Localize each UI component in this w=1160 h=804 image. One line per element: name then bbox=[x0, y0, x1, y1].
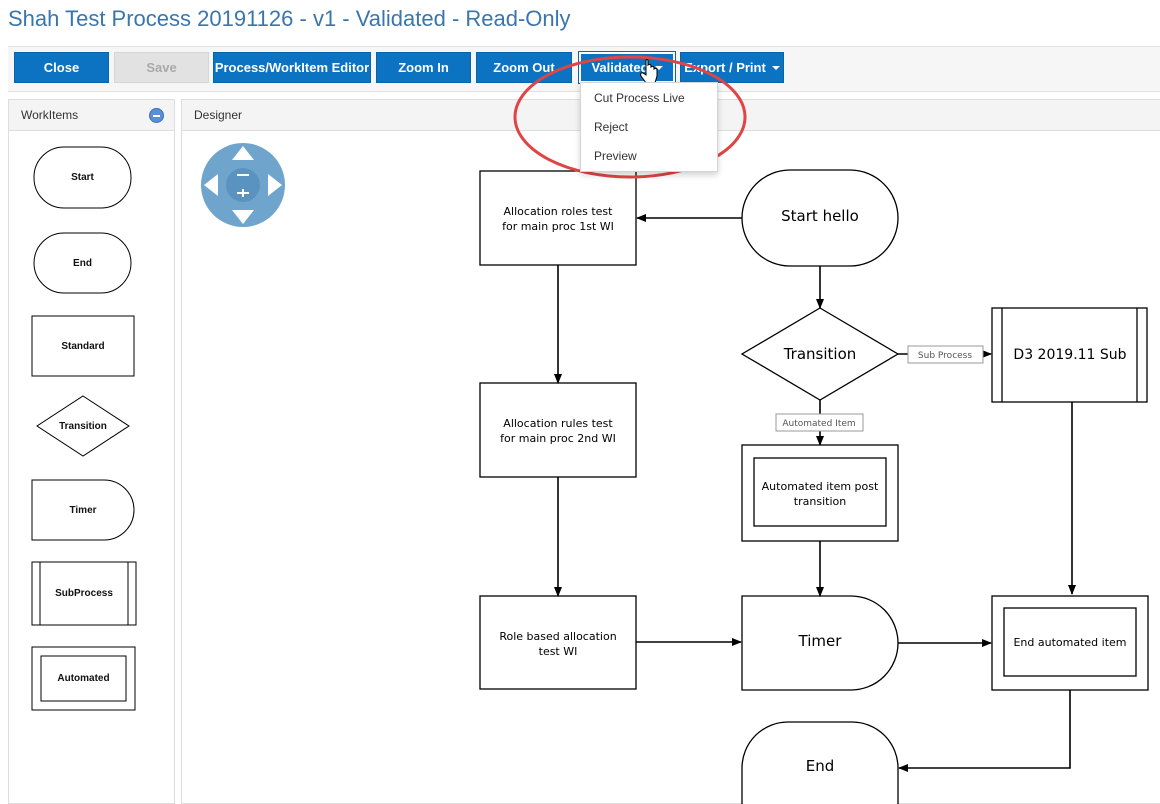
node-end-label: End bbox=[806, 757, 835, 775]
highlight-ring bbox=[513, 55, 747, 179]
menu-item-cut-process-live[interactable]: Cut Process Live bbox=[594, 91, 685, 105]
validated-menu: Cut Process Live Reject Preview bbox=[580, 82, 718, 172]
node-timer-label: Timer bbox=[798, 632, 843, 650]
node-role-label-1: Role based allocation bbox=[499, 630, 616, 643]
tool-timer-shape[interactable] bbox=[31, 479, 135, 541]
tool-standard-shape[interactable] bbox=[31, 315, 135, 377]
node-automated-label-2: transition bbox=[794, 495, 846, 508]
node-allocation-roles-1st[interactable] bbox=[479, 170, 637, 266]
edge-end-automated-to-end bbox=[898, 690, 1071, 772]
node-end-automated[interactable] bbox=[991, 595, 1149, 691]
process-workitem-editor-button[interactable]: Process/WorkItem Editor bbox=[213, 52, 371, 83]
zoom-out-button[interactable]: Zoom Out bbox=[476, 52, 572, 83]
edge-label-automated-item-box bbox=[775, 413, 864, 432]
save-button[interactable]: Save bbox=[114, 52, 209, 83]
export-print-dropdown-button[interactable]: Export / Print bbox=[680, 52, 784, 83]
edge-label-automated-item: Automated Item bbox=[782, 419, 855, 429]
caret-down-icon bbox=[771, 65, 780, 70]
workitems-shapes bbox=[31, 146, 137, 711]
hand-pointer-icon bbox=[640, 59, 658, 84]
zoom-in-button[interactable]: Zoom In bbox=[376, 52, 471, 83]
node-transition-label: Transition bbox=[783, 345, 857, 363]
tool-transition-shape[interactable] bbox=[36, 395, 130, 457]
workitems-header: WorkItems bbox=[9, 100, 174, 131]
tool-start-shape[interactable] bbox=[33, 146, 132, 209]
workitems-panel: WorkItems Start End Standard Transition … bbox=[8, 99, 175, 804]
workitems-title: WorkItems bbox=[21, 108, 79, 122]
node-start-label: Start hello bbox=[781, 207, 859, 225]
pan-zoom-control-icon[interactable] bbox=[201, 143, 285, 227]
page-title: Shah Test Process 20191126 - v1 - Valida… bbox=[8, 6, 571, 31]
designer-title: Designer bbox=[194, 108, 243, 122]
tool-end-shape[interactable] bbox=[33, 232, 132, 294]
node-alloc1-label-2: for main proc 1st WI bbox=[502, 220, 614, 233]
close-button[interactable]: Close bbox=[14, 52, 109, 83]
node-d3-sub[interactable] bbox=[991, 307, 1148, 403]
minus-circle-icon[interactable] bbox=[149, 108, 164, 123]
tool-transition-label: Transition bbox=[59, 420, 107, 432]
node-alloc2-label-1: Allocation rules test bbox=[503, 417, 613, 430]
tool-automated-label: Automated bbox=[57, 673, 110, 684]
tool-end-label: End bbox=[73, 257, 92, 269]
node-end[interactable] bbox=[741, 721, 899, 804]
menu-item-reject[interactable]: Reject bbox=[594, 120, 629, 134]
tool-subprocess-label: SubProcess bbox=[55, 588, 113, 599]
node-role-based[interactable] bbox=[479, 595, 637, 690]
node-timer[interactable] bbox=[741, 595, 899, 691]
node-allocation-rules-2nd[interactable] bbox=[479, 382, 637, 478]
node-end-automated-label: End automated item bbox=[1013, 636, 1126, 649]
tool-subprocess-shape[interactable] bbox=[31, 561, 137, 626]
node-automated-label-1: Automated item post bbox=[762, 480, 879, 493]
node-alloc1-label-1: Allocation roles test bbox=[504, 205, 614, 218]
tool-timer-label: Timer bbox=[69, 504, 97, 516]
node-alloc2-label-2: for main proc 2nd WI bbox=[500, 432, 616, 445]
node-sub-label: D3 2019.11 Sub bbox=[1013, 347, 1126, 363]
edge-label-sub-process: Sub Process bbox=[918, 351, 972, 361]
tool-automated-shape[interactable] bbox=[31, 646, 136, 711]
edge-label-sub-process-box bbox=[907, 345, 984, 364]
menu-item-preview[interactable]: Preview bbox=[594, 149, 637, 163]
caret-down-icon bbox=[654, 65, 663, 70]
tool-standard-label: Standard bbox=[61, 340, 105, 352]
tool-start-label: Start bbox=[71, 172, 94, 183]
node-role-label-2: test WI bbox=[539, 645, 578, 658]
